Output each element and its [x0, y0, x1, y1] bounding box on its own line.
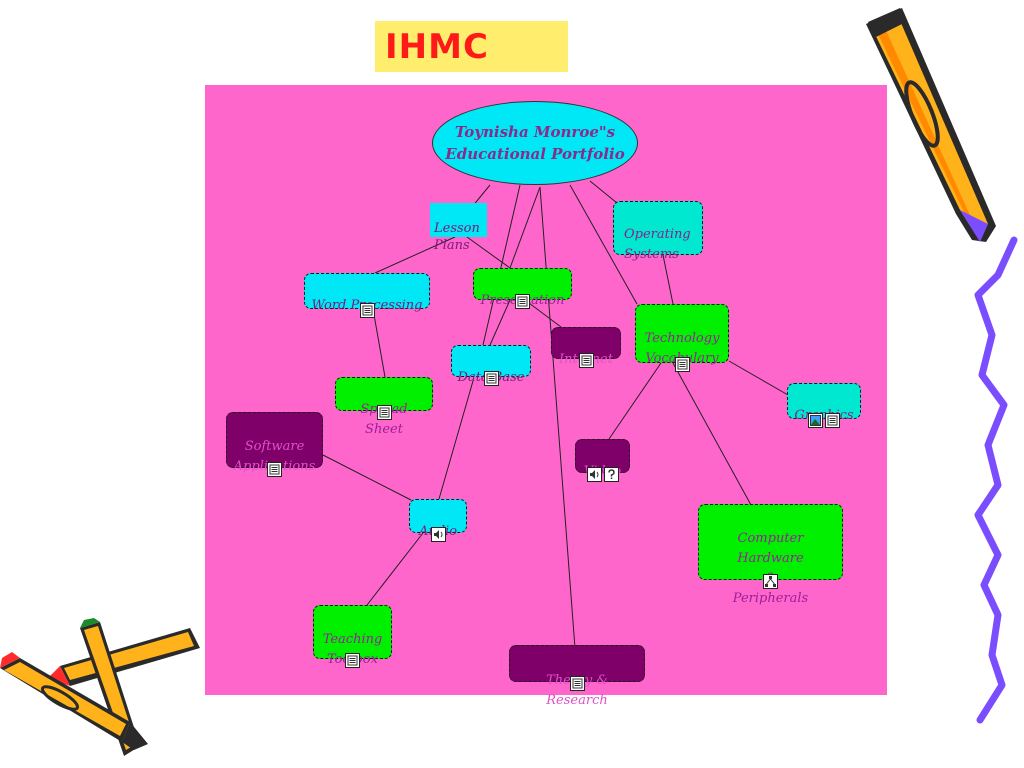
node-audio[interactable]: Audio — [409, 499, 467, 542]
crayons-decoration — [0, 618, 200, 756]
node-theory-research[interactable]: Theory & Research — [509, 645, 645, 708]
node-computer-hardware-peripherals-label: Computer Hardware & Peripherals — [732, 531, 809, 606]
link-word-processing-spread-sheet — [372, 308, 386, 378]
title-banner: IHMC — [375, 21, 568, 72]
node-internet[interactable]: Internet — [551, 327, 621, 368]
link-tech-vocab-hardware — [672, 362, 752, 506]
node-teaching-toolbox[interactable]: Teaching Toolbox — [313, 605, 392, 668]
help-icon[interactable] — [603, 467, 619, 482]
speaker-icon[interactable] — [430, 527, 446, 542]
link-tech-vocab-graphics — [728, 360, 789, 396]
link-software-audio — [322, 454, 412, 501]
link-center-theory-research — [539, 186, 576, 649]
link-center-tech-vocab — [569, 184, 638, 305]
document-icon[interactable] — [483, 371, 499, 386]
node-word-processing[interactable]: Word Processing — [304, 273, 430, 318]
document-icon[interactable] — [515, 294, 530, 309]
link-lesson-plans-word-processing — [374, 236, 456, 274]
document-icon[interactable] — [267, 462, 282, 477]
link-tech-vocab-video — [608, 362, 662, 440]
link-presentation-data-base — [489, 299, 511, 346]
node-operating-systems[interactable]: Operating Systems — [613, 201, 703, 262]
node-lesson-plans[interactable]: Lesson Plans — [430, 203, 487, 253]
document-icon[interactable] — [578, 353, 594, 368]
image-icon[interactable] — [808, 413, 823, 428]
link-data-base-audio — [438, 380, 474, 500]
node-operating-systems-label: Operating Systems — [624, 227, 691, 262]
link-operating-systems-tech-vocab — [662, 254, 674, 305]
node-data-base-label: Data Base — [457, 370, 525, 385]
speaker-icon[interactable] — [586, 467, 602, 482]
document-icon[interactable] — [376, 405, 392, 420]
connection-lines — [322, 180, 789, 649]
node-presentation[interactable]: Presentation — [473, 268, 572, 309]
node-technology-vocabulary[interactable]: Technology Vocabulary — [635, 304, 729, 372]
link-audio-teaching-toolbox — [366, 532, 424, 606]
document-icon[interactable] — [825, 413, 840, 428]
node-lesson-plans-label: Lesson Plans — [434, 221, 480, 253]
link-center-presentation — [509, 186, 541, 269]
pencil-decoration — [866, 8, 996, 242]
link-center-operating-systems — [589, 180, 618, 204]
document-icon[interactable] — [569, 676, 585, 691]
node-graphics[interactable]: Graphics — [787, 383, 861, 428]
squiggle-decoration — [974, 236, 1018, 724]
node-data-base[interactable]: Data Base — [451, 345, 531, 386]
node-video[interactable]: Video — [575, 439, 630, 482]
document-icon[interactable] — [359, 303, 375, 318]
link-lesson-plans-presentation — [466, 236, 511, 269]
document-icon[interactable] — [674, 357, 690, 372]
node-software-applications[interactable]: Software Applications — [226, 412, 323, 477]
node-spread-sheet[interactable]: Spread Sheet — [335, 377, 433, 437]
document-icon[interactable] — [345, 653, 360, 668]
central-concept-node[interactable]: Toynisha Monroe"s Educational Portfolio — [432, 101, 638, 185]
link-center-data-base — [482, 184, 521, 346]
concept-map-icon[interactable] — [763, 574, 778, 589]
page-title: IHMC — [385, 27, 489, 67]
concept-map-canvas: Toynisha Monroe"s Educational Portfolio … — [205, 85, 887, 708]
node-computer-hardware-peripherals[interactable]: Computer Hardware & Peripherals — [698, 504, 843, 606]
central-concept-label: Toynisha Monroe"s Educational Portfolio — [445, 123, 625, 163]
